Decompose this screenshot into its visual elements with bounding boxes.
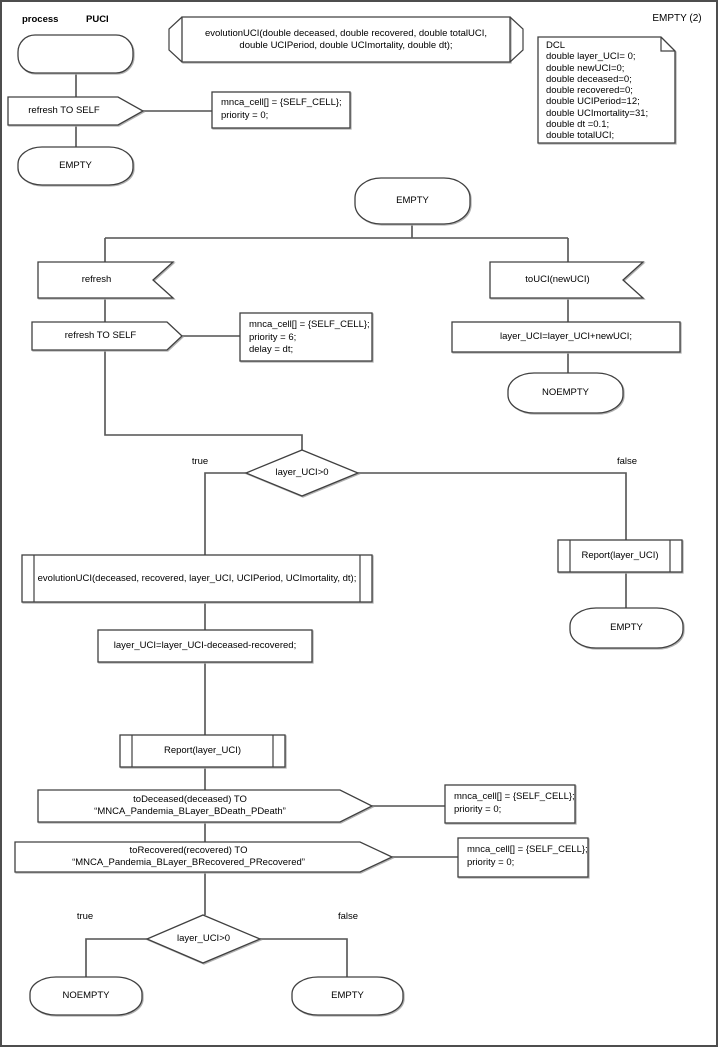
- procedure-report-label: Report(layer_UCI): [163, 745, 242, 756]
- state-empty-main-label: EMPTY: [396, 195, 429, 206]
- input-refresh-label: refresh: [81, 274, 112, 285]
- connector-true-branch: [204, 602, 458, 915]
- output-deceased-shape[interactable]: [37, 789, 374, 823]
- state-noempty-2-shape[interactable]: [29, 976, 143, 1016]
- state-empty-2-shape[interactable]: [291, 976, 404, 1016]
- process-kind-label: process: [22, 14, 59, 25]
- output-refresh-self-1-shape[interactable]: [7, 96, 145, 126]
- decision-2-false-label: false: [337, 911, 359, 922]
- procedure-evolution-label: evolutionUCI(deceased, recovered, layer_…: [37, 572, 357, 584]
- connector-state-split: [104, 224, 569, 262]
- connector-decision1: [204, 472, 627, 608]
- instance-label: EMPTY (2): [652, 13, 702, 24]
- start-state-shape[interactable]: [17, 34, 134, 74]
- procedure-report-false-bars: [569, 540, 671, 572]
- state-empty-main-shape[interactable]: [354, 177, 471, 225]
- decision-2-shape[interactable]: [145, 914, 262, 964]
- decision-2-label: layer_UCI>0: [176, 933, 231, 944]
- dcl-note-text: DCL double layer_UCI= 0; double newUCI=0…: [546, 40, 649, 142]
- procedure-report-bars: [131, 735, 274, 767]
- decision-2-true-label: true: [76, 911, 94, 922]
- decision-1-shape[interactable]: [244, 449, 360, 497]
- state-noempty-label: NOEMPTY: [542, 387, 589, 398]
- state-noempty-2-label: NOEMPTY: [62, 990, 110, 1001]
- procedure-report-false-label: Report(layer_UCI): [581, 550, 659, 561]
- input-touci-label: toUCI(newUCI): [525, 274, 590, 285]
- comment-recovered-shape[interactable]: [457, 837, 589, 878]
- decision-1-label: layer_UCI>0: [275, 467, 329, 478]
- procedure-evolution-bars: [33, 555, 361, 602]
- state-empty-false-label: EMPTY: [610, 622, 643, 633]
- procedure-evolution-shape[interactable]: [21, 554, 373, 603]
- comment-1-shape[interactable]: [211, 91, 351, 129]
- procedure-declaration-caps: [168, 16, 524, 63]
- dcl-note-fold: [660, 37, 675, 52]
- output-recovered-shape[interactable]: [14, 841, 394, 873]
- task-add-shape[interactable]: [451, 321, 681, 353]
- output-refresh-self-2-label: refresh TO SELF: [64, 330, 137, 341]
- state-empty-false-shape[interactable]: [569, 607, 684, 649]
- output-deceased-label: toDeceased(deceased) TO “MNCA_Pandemia_B…: [94, 794, 286, 817]
- comment-1-text: mnca_cell[] = {SELF_CELL}; priority = 0;: [221, 97, 342, 121]
- input-refresh-shape[interactable]: [37, 261, 175, 299]
- task-sub-label: layer_UCI=layer_UCI-deceased-recovered;: [113, 640, 297, 651]
- comment-2-text: mnca_cell[] = {SELF_CELL}; priority = 6;…: [249, 319, 370, 355]
- dcl-note-shape[interactable]: [537, 36, 676, 144]
- comment-2-shape[interactable]: [239, 312, 373, 362]
- connector-decision2: [85, 938, 348, 977]
- task-add-label: layer_UCI=layer_UCI+newUCI;: [500, 331, 632, 342]
- comment-deceased-shape[interactable]: [444, 784, 576, 824]
- comment-deceased-text: mnca_cell[] = {SELF_CELL}; priority = 0;: [454, 791, 575, 815]
- input-touci-shape[interactable]: [489, 261, 645, 299]
- output-refresh-self-1-label: refresh TO SELF: [28, 105, 100, 116]
- comment-recovered-text: mnca_cell[] = {SELF_CELL}; priority = 0;: [467, 844, 588, 868]
- procedure-report-shape[interactable]: [119, 734, 286, 768]
- procedure-report-false-shape[interactable]: [557, 539, 683, 573]
- state-empty-1-label: EMPTY: [59, 160, 92, 171]
- procedure-declaration-text: evolutionUCI(double deceased, double rec…: [204, 28, 487, 51]
- output-recovered-label: toRecovered(recovered) TO “MNCA_Pandemia…: [72, 845, 305, 868]
- output-refresh-self-2-shape[interactable]: [31, 321, 183, 351]
- task-sub-shape[interactable]: [97, 629, 313, 663]
- state-empty-2-label: EMPTY: [331, 990, 364, 1001]
- decision-1-true-label: true: [191, 456, 209, 467]
- state-empty-1-shape[interactable]: [17, 146, 134, 186]
- connector-start-flow: [75, 73, 212, 147]
- process-name-label: PUCI: [86, 14, 109, 25]
- state-noempty-shape[interactable]: [507, 372, 624, 414]
- decision-1-false-label: false: [616, 456, 638, 467]
- connector-left-branch: [104, 298, 303, 450]
